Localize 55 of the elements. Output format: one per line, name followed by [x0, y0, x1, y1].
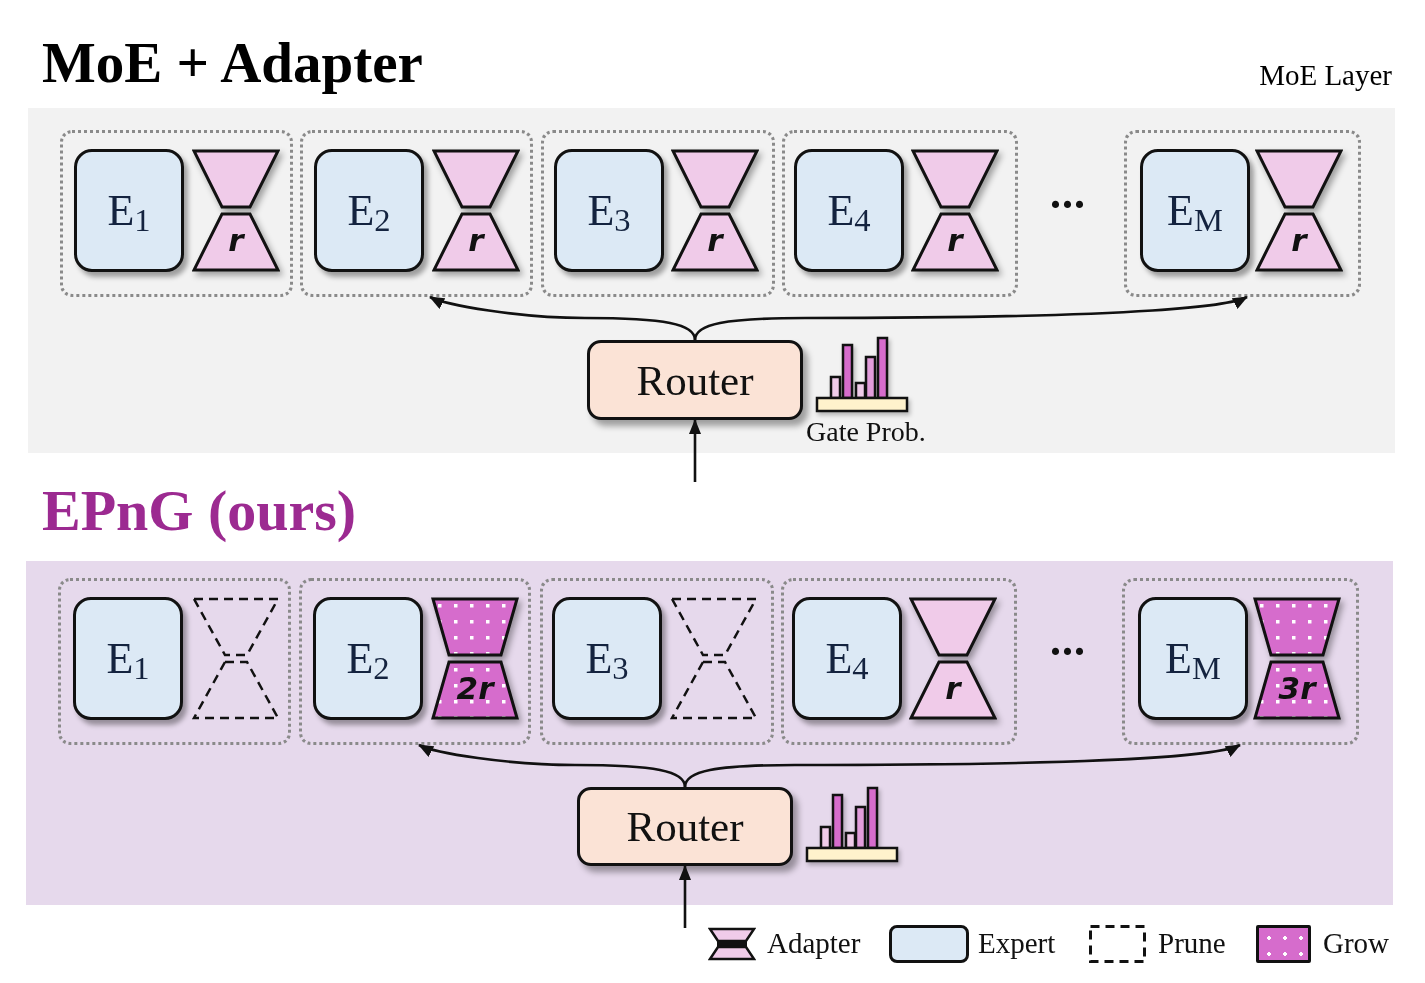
legend-label: Prune	[1158, 929, 1226, 958]
arrow	[679, 865, 691, 928]
rank-label: 3r	[1278, 673, 1316, 704]
rank-label: r	[1291, 225, 1307, 256]
expert-box: E$_{1}$	[73, 597, 183, 720]
dotted-group-frame	[541, 130, 775, 297]
arrow	[689, 419, 701, 482]
rank-label: 2r	[456, 673, 494, 704]
expert-box: E$_{2}$	[314, 149, 424, 272]
rank-label: r	[468, 225, 484, 256]
panel-heading: EPnG (ours)	[42, 482, 357, 540]
adapter-hourglass	[911, 149, 999, 272]
dotted-group-frame	[299, 578, 531, 745]
dotted-group-frame	[782, 130, 1018, 297]
arrow	[693, 295, 1248, 341]
arrow	[418, 743, 687, 788]
router-box: Router	[587, 340, 803, 420]
ellipsis-text: ...	[1050, 619, 1086, 663]
dotted-group-frame	[781, 578, 1017, 745]
arrow	[429, 295, 697, 341]
router-box: Router	[577, 787, 793, 866]
adapter-hourglass	[1255, 149, 1343, 272]
adapter-hourglass	[671, 149, 759, 272]
expert-box: E$_{4}$	[794, 149, 904, 272]
expert-box: E$_{4}$	[792, 597, 902, 720]
chart-caption: Gate Prob.	[806, 418, 926, 446]
expert-box: E$_{1}$	[74, 149, 184, 272]
adapter-hourglass	[432, 149, 520, 272]
dotted-group-frame	[60, 130, 293, 297]
ellipsis-text: ...	[1050, 172, 1086, 216]
expert-box: E$_{3}$	[552, 597, 662, 720]
arrow	[683, 743, 1241, 788]
dotted-adapter-hourglass	[431, 597, 519, 720]
rank-label: r	[945, 673, 961, 704]
rank-label: r	[707, 225, 723, 256]
adapter-hourglass	[192, 149, 280, 272]
dashed-adapter-outline	[192, 597, 280, 720]
dotted-group-frame	[1122, 578, 1359, 745]
dotted-group-frame	[1124, 130, 1361, 297]
panel-label: MoE Layer	[1259, 61, 1392, 90]
adapter-hourglass	[909, 597, 997, 720]
expert-box: E$_{2}$	[313, 597, 423, 720]
rank-label: r	[228, 225, 244, 256]
expert-box: E$_{M}$	[1140, 149, 1250, 272]
dotted-group-frame	[540, 578, 774, 745]
legend-label: Grow	[1323, 929, 1390, 958]
dashed-adapter-outline	[670, 597, 758, 720]
dotted-group-frame	[300, 130, 533, 297]
rank-label: r	[947, 225, 963, 256]
legend-label: Expert	[978, 929, 1056, 958]
legend-label: Adapter	[767, 929, 861, 958]
expert-box: E$_{M}$	[1138, 597, 1248, 720]
dotted-group-frame	[58, 578, 291, 745]
expert-box: E$_{3}$	[554, 149, 664, 272]
dotted-adapter-hourglass	[1253, 597, 1341, 720]
